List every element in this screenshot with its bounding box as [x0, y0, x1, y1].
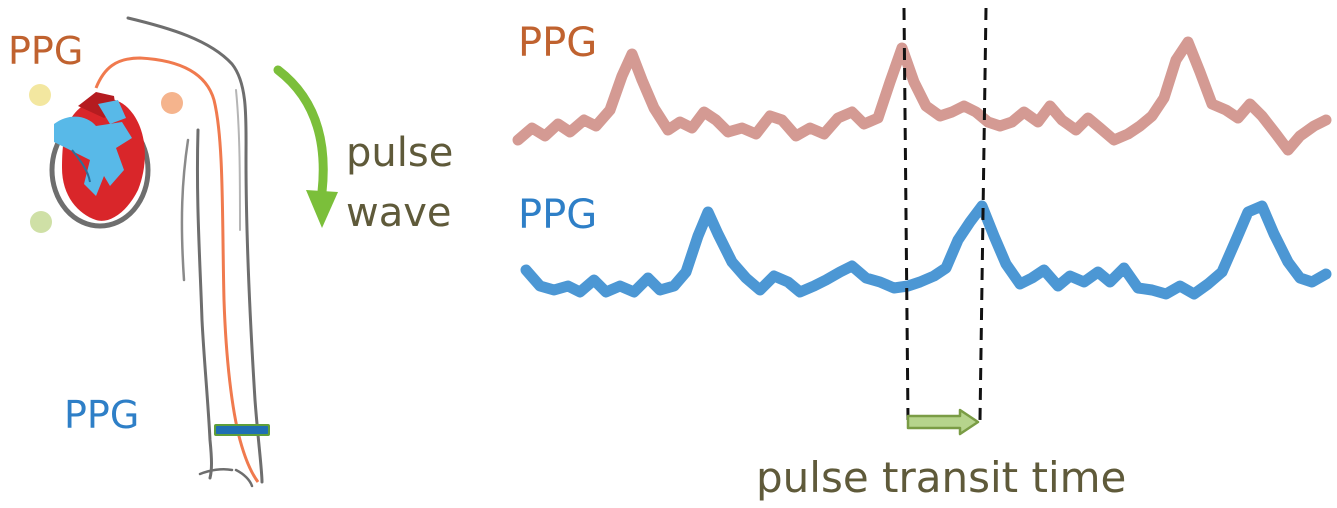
torso-line: [180, 138, 190, 282]
transit-arrow-icon: [906, 408, 980, 436]
artery-line: [94, 56, 260, 483]
arm-echo-line: [235, 89, 241, 231]
body-outline-icon: [126, 16, 264, 488]
wave-label: wave: [346, 190, 452, 236]
sensor-cuff-icon: [214, 424, 270, 436]
ppg-label-bottom-left: PPG: [64, 393, 139, 437]
body-illustration: [29, 16, 270, 488]
arm-outer-line: [126, 16, 264, 484]
bubble-green: [30, 211, 52, 233]
ppg-trace-proximal: [512, 36, 1332, 156]
bubble-orange: [161, 92, 183, 114]
hand-line: [198, 467, 254, 488]
pulse-wave-arrow-icon: [273, 65, 338, 228]
dashed-line-proximal-peak: [902, 7, 910, 421]
ppg-label-top-right: PPG: [518, 20, 597, 66]
arm-inner-line: [195, 128, 213, 480]
ppg-trace-distal: [520, 200, 1332, 300]
ppg-label-top-left: PPG: [8, 29, 83, 73]
pulse-label: pulse: [346, 130, 453, 176]
heart-icon: [49, 92, 151, 229]
pulse-transit-time-label: pulse transit time: [756, 453, 1126, 502]
ppg-label-bottom-right: PPG: [518, 192, 597, 238]
dashed-line-distal-peak: [978, 7, 988, 421]
bubble-yellow: [29, 84, 51, 106]
